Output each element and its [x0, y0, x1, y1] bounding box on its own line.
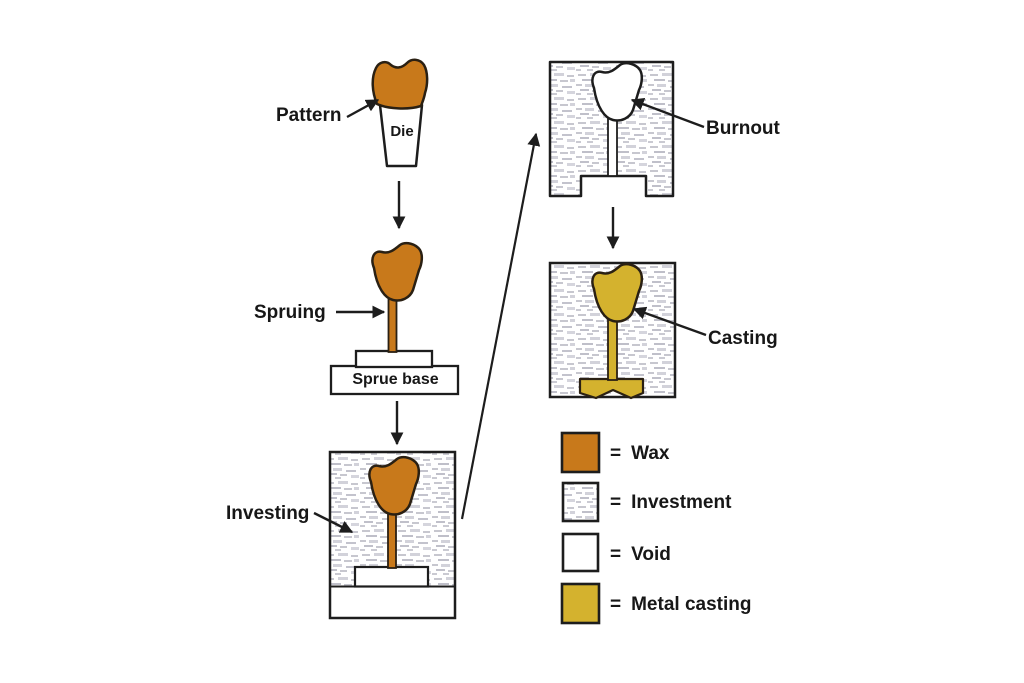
casting-pointer-arrow — [632, 306, 707, 337]
investing-label: Investing — [226, 503, 310, 524]
legend-label-investment: Investment — [631, 492, 732, 513]
burnout-step-figure — [548, 60, 705, 198]
spruing-step-figure — [329, 241, 460, 396]
investing-block-outline — [328, 450, 457, 620]
invested-sprue-stick — [387, 509, 397, 569]
legend-item-void: = Void — [610, 544, 671, 566]
casting-step-figure — [548, 261, 707, 400]
equals-sign: = — [610, 594, 622, 615]
equals-sign: = — [610, 443, 622, 464]
sprue-base-label: Sprue base — [352, 371, 439, 388]
legend-label-metal-casting: Metal casting — [631, 594, 752, 615]
void-sprue-channel — [607, 117, 618, 177]
legend-label-void: Void — [631, 544, 671, 565]
legend-label-wax: Wax — [631, 443, 670, 464]
sprue-base-upper — [354, 349, 434, 369]
pattern-step-figure — [346, 58, 429, 168]
flow-arrow-investing-to-burnout — [460, 132, 541, 520]
investing-pointer-arrow — [313, 511, 354, 534]
metal-sprue — [607, 318, 618, 381]
metal-button — [578, 377, 645, 400]
die-label: Die — [390, 123, 414, 140]
sprue-base-lower — [329, 364, 460, 396]
legend-item-investment: = Investment — [610, 492, 731, 514]
legend-swatch-wax — [560, 431, 601, 474]
investing-step-figure — [313, 450, 457, 620]
spruing-label: Spruing — [254, 302, 326, 323]
investing-white-band — [331, 587, 454, 617]
pattern-pointer-arrow — [346, 98, 380, 119]
equals-sign: = — [610, 544, 622, 565]
legend-swatch-investment — [561, 481, 600, 523]
legend-item-wax: = Wax — [610, 443, 669, 465]
legend-swatch-metal-casting — [560, 582, 601, 625]
burnout-label: Burnout — [706, 118, 780, 139]
sprue-stick — [387, 295, 398, 353]
wax-pattern-crown — [371, 58, 429, 110]
legend-swatch-void — [561, 532, 600, 573]
legend-swatches — [560, 431, 601, 625]
legend-item-metal-casting: = Metal casting — [610, 594, 751, 616]
investing-sprue-base-top — [353, 565, 430, 588]
burnout-pointer-arrow — [630, 98, 705, 129]
wax-crown-sprued — [371, 241, 424, 302]
pattern-label: Pattern — [276, 105, 342, 126]
equals-sign: = — [610, 492, 622, 513]
casting-label: Casting — [708, 328, 778, 349]
